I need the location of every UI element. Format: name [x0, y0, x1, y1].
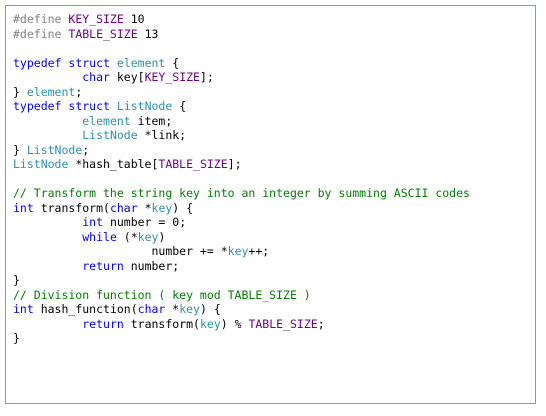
code-token-plain: ]; [227, 157, 242, 171]
code-line: typedef struct ListNode { [13, 99, 470, 114]
code-line [13, 41, 470, 56]
code-line: ListNode *hash_table[TABLE_SIZE]; [13, 157, 470, 172]
code-token-macro: KEY_SIZE [144, 70, 200, 84]
code-token-plain [110, 56, 117, 70]
code-token-type: ListNode [26, 142, 83, 157]
code-token-plain: key[ [109, 70, 145, 84]
code-token-plain [110, 99, 117, 113]
code-line: // Transform the string key into an inte… [13, 186, 470, 201]
code-line: int hash_function(char *key) { [13, 302, 470, 317]
code-token-macro: TABLE_SIZE [248, 316, 318, 331]
code-token-plain: transform( [33, 200, 110, 215]
code-token-plain: item; [130, 113, 173, 128]
code-token-plain: hash_function( [33, 302, 138, 316]
code-token-kw: char [137, 302, 166, 316]
code-line: #define KEY_SIZE 10 [13, 12, 470, 27]
code-token-kw: while [82, 229, 117, 244]
code-token-kw: typedef [13, 55, 62, 70]
code-token-plain: ) { [172, 200, 194, 215]
code-token-plain: number = 0; [103, 215, 187, 229]
code-line: } [13, 331, 470, 346]
code-token-kw: return [82, 258, 124, 273]
code-token-plain: } [13, 142, 27, 157]
code-token-plain [13, 215, 82, 229]
code-token-comment: // Division function ( key mod TABLE_SIZ… [13, 287, 311, 302]
code-token-kw: char [82, 70, 110, 84]
code-token-plain [13, 128, 82, 142]
code-token-type: element [116, 55, 166, 70]
code-token-comment: // Transform the string key into an inte… [13, 186, 470, 200]
code-block: #define KEY_SIZE 10#define TABLE_SIZE 13… [5, 5, 536, 404]
code-line: #define TABLE_SIZE 13 [13, 27, 470, 42]
code-token-kw: typedef [13, 99, 62, 113]
code-token-plain: *link; [137, 128, 187, 142]
code-line: return number; [13, 259, 470, 274]
code-token-plain [13, 230, 82, 244]
code-token-preproc: #define [13, 12, 69, 26]
code-token-plain: * [137, 200, 152, 215]
code-line: element item; [13, 114, 470, 129]
code-token-type: ListNode [82, 128, 138, 142]
code-token-plain: number; [123, 258, 180, 273]
code-line: number += *key++; [13, 244, 470, 259]
code-token-kw: return [82, 316, 124, 331]
code-line: int number = 0; [13, 215, 470, 230]
code-line: // Division function ( key mod TABLE_SIZ… [13, 288, 470, 303]
code-token-plain: ; [75, 84, 83, 99]
code-line: char key[KEY_SIZE]; [13, 70, 470, 85]
code-token-plain [13, 259, 82, 273]
code-line: while (*key) [13, 230, 470, 245]
code-token-plain: 13 [137, 26, 159, 41]
code-token-type: element [26, 84, 76, 99]
code-token-kw: char [109, 200, 138, 215]
code-token-plain: number += * [13, 244, 228, 258]
code-token-macro: TABLE_SIZE [158, 157, 228, 171]
code-token-plain: } [13, 84, 27, 99]
code-listing: #define KEY_SIZE 10#define TABLE_SIZE 13… [13, 12, 470, 346]
code-token-plain: } [13, 331, 20, 345]
code-token-type: element [82, 113, 131, 128]
code-line: ListNode *link; [13, 128, 470, 143]
code-token-kw: int [13, 200, 34, 215]
code-token-type: key [179, 302, 200, 316]
code-line: } element; [13, 85, 470, 100]
code-token-type: key [227, 244, 249, 258]
code-token-kw: int [13, 302, 34, 316]
code-token-plain: ; [82, 142, 90, 157]
code-token-kw: struct [68, 55, 110, 70]
code-token-plain: 10 [123, 12, 145, 26]
code-token-plain: transform( [123, 316, 200, 331]
code-token-plain: ; [317, 316, 325, 331]
code-token-plain [13, 70, 82, 84]
code-token-kw: int [82, 215, 104, 229]
code-line: typedef struct element { [13, 56, 470, 71]
code-token-plain: ) % [220, 316, 249, 331]
code-line: } ListNode; [13, 143, 470, 158]
code-token-plain: (* [116, 229, 138, 244]
code-token-macro: TABLE_SIZE [68, 26, 138, 41]
code-line [13, 172, 470, 187]
code-line: } [13, 273, 470, 288]
code-token-plain [13, 114, 82, 128]
code-token-preproc: #define [13, 26, 69, 41]
code-token-plain: ]; [199, 70, 214, 84]
code-token-plain: *hash_table[ [68, 157, 159, 171]
code-token-type: key [137, 229, 159, 244]
code-token-plain [13, 317, 82, 331]
code-token-plain: * [165, 302, 180, 316]
code-token-plain: { [172, 99, 187, 113]
code-token-type: key [151, 200, 173, 215]
code-token-plain: ) { [199, 302, 221, 316]
code-token-plain: ) [158, 229, 166, 244]
code-token-plain: { [165, 55, 180, 70]
code-token-type: key [199, 316, 221, 331]
code-line: int transform(char *key) { [13, 201, 470, 216]
code-line: return transform(key) % TABLE_SIZE; [13, 317, 470, 332]
code-token-plain: ++; [248, 244, 270, 258]
code-token-kw: struct [68, 99, 110, 113]
code-token-macro: KEY_SIZE [68, 12, 124, 26]
code-token-plain: } [13, 273, 20, 287]
code-token-type: ListNode [116, 99, 173, 113]
code-token-type: ListNode [13, 157, 69, 171]
